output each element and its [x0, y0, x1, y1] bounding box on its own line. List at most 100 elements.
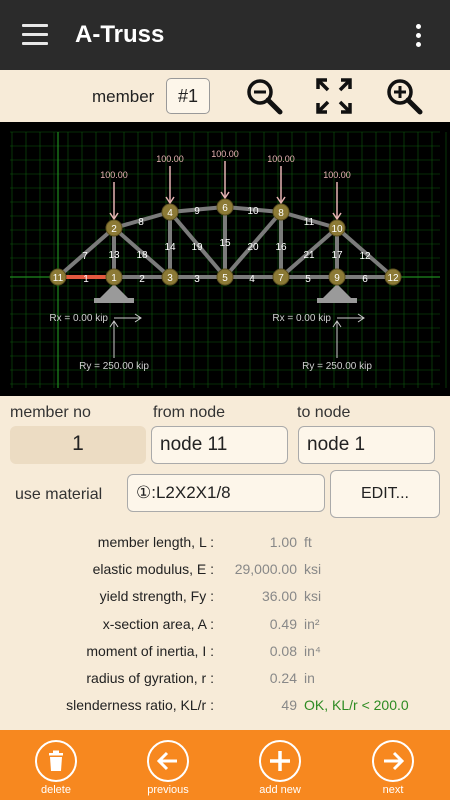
member-label: 19	[191, 242, 203, 253]
load-arrowhead	[332, 212, 342, 221]
reaction-y-label: Ry = 250.00 kip	[302, 361, 372, 372]
truss-node	[272, 268, 290, 286]
node-label: 3	[167, 273, 173, 284]
next-label: next	[382, 784, 404, 796]
member-label: 15	[219, 238, 231, 249]
reaction-y-arrowhead	[332, 320, 342, 328]
property-value: 0.49	[269, 615, 297, 632]
member-label: 9	[194, 206, 200, 217]
zoom-in-icon[interactable]	[384, 76, 424, 116]
truss-member	[168, 210, 227, 279]
truss-member	[56, 226, 116, 279]
property-value: 0.24	[269, 670, 297, 686]
member-label: 2	[139, 274, 145, 285]
property-unit: in²	[304, 615, 320, 632]
use-material-label: use material	[15, 486, 103, 503]
member-label: 1	[83, 274, 89, 285]
truss-member	[223, 210, 283, 279]
member-label: 16	[275, 242, 287, 253]
load-label: 100.00	[156, 154, 184, 164]
delete-button[interactable]: delete	[21, 740, 91, 800]
right-support-base	[317, 298, 357, 303]
reaction-y-label: Ry = 250.00 kip	[79, 361, 149, 372]
node-label: 6	[222, 203, 228, 214]
node-label: 11	[53, 273, 64, 284]
reaction-x-arrowhead	[134, 313, 142, 323]
member-label: 18	[136, 250, 148, 261]
load-arrowhead	[220, 191, 230, 200]
property-label: member length, L :	[97, 534, 214, 550]
node-label: 2	[111, 224, 117, 235]
property-value: 49	[281, 697, 297, 714]
reaction-x-label: Rx = 0.00 kip	[272, 313, 331, 324]
member-label: 5	[305, 274, 311, 285]
property-unit: ft	[304, 534, 312, 550]
property-value: 1.00	[269, 534, 297, 550]
to-node-label: to node	[297, 404, 351, 421]
from-node-label: from node	[153, 404, 226, 421]
truss-member	[335, 226, 395, 279]
truss-node	[105, 268, 123, 286]
truss-member	[113, 210, 171, 230]
member-no-label: member no	[10, 404, 91, 421]
load-arrowhead	[165, 196, 175, 205]
hamburger-menu-icon[interactable]	[22, 24, 48, 46]
member-label: 20	[247, 242, 259, 253]
member-label: 3	[194, 274, 200, 285]
property-label: yield strength, Fy :	[99, 588, 214, 605]
member-label: 17	[331, 250, 343, 261]
from-node-field[interactable]: node 11	[151, 426, 288, 464]
node-label: 1	[111, 273, 117, 284]
truss-node	[49, 268, 67, 286]
node-label: 8	[278, 208, 284, 219]
load-arrowhead	[276, 196, 286, 205]
app-bar: A-Truss	[0, 0, 450, 70]
node-label: 9	[334, 273, 340, 284]
truss-node	[328, 219, 346, 237]
truss-member	[112, 226, 172, 279]
truss-node	[272, 203, 290, 221]
load-label: 100.00	[267, 154, 295, 164]
property-row: x-section area, A : 0.49 in²	[0, 614, 450, 634]
truss-node	[105, 219, 123, 237]
load-arrowhead	[109, 212, 119, 221]
node-label: 7	[278, 273, 284, 284]
truss-member	[224, 205, 282, 214]
truss-node	[384, 268, 402, 286]
member-label: 11	[304, 217, 315, 228]
reaction-y-arrowhead	[109, 320, 119, 328]
overflow-menu-icon[interactable]	[413, 24, 423, 48]
edit-material-button[interactable]: EDIT...	[330, 470, 440, 518]
member-selector[interactable]: #1	[166, 78, 210, 114]
plus-icon	[259, 740, 301, 782]
node-label: 5	[222, 273, 228, 284]
property-label: x-section area, A :	[102, 615, 214, 632]
material-selector[interactable]: ①:L2X2X1/8	[127, 474, 325, 512]
property-unit: ksi	[304, 588, 322, 605]
truss-member	[279, 226, 339, 279]
truss-node	[161, 203, 179, 221]
property-label: slenderness ratio, KL/r :	[66, 697, 214, 714]
arrow-left-icon	[147, 740, 189, 782]
add-new-button[interactable]: add new	[245, 740, 315, 800]
to-node-field[interactable]: node 1	[298, 426, 435, 464]
member-label: 7	[82, 251, 88, 262]
next-button[interactable]: next	[358, 740, 428, 800]
reaction-x-arrowhead	[357, 313, 365, 323]
load-label: 100.00	[100, 170, 128, 180]
property-label: radius of gyration, r :	[86, 670, 214, 686]
member-label: 8	[138, 217, 144, 228]
member-no-value: 1	[10, 426, 146, 464]
truss-member	[169, 205, 226, 214]
property-row: member length, L : 1.00 ft	[0, 532, 450, 552]
left-support-base	[94, 298, 134, 303]
member-label: 21	[303, 250, 315, 261]
previous-button[interactable]: previous	[133, 740, 203, 800]
zoom-out-icon[interactable]	[244, 76, 284, 116]
fit-screen-icon[interactable]	[314, 76, 354, 116]
